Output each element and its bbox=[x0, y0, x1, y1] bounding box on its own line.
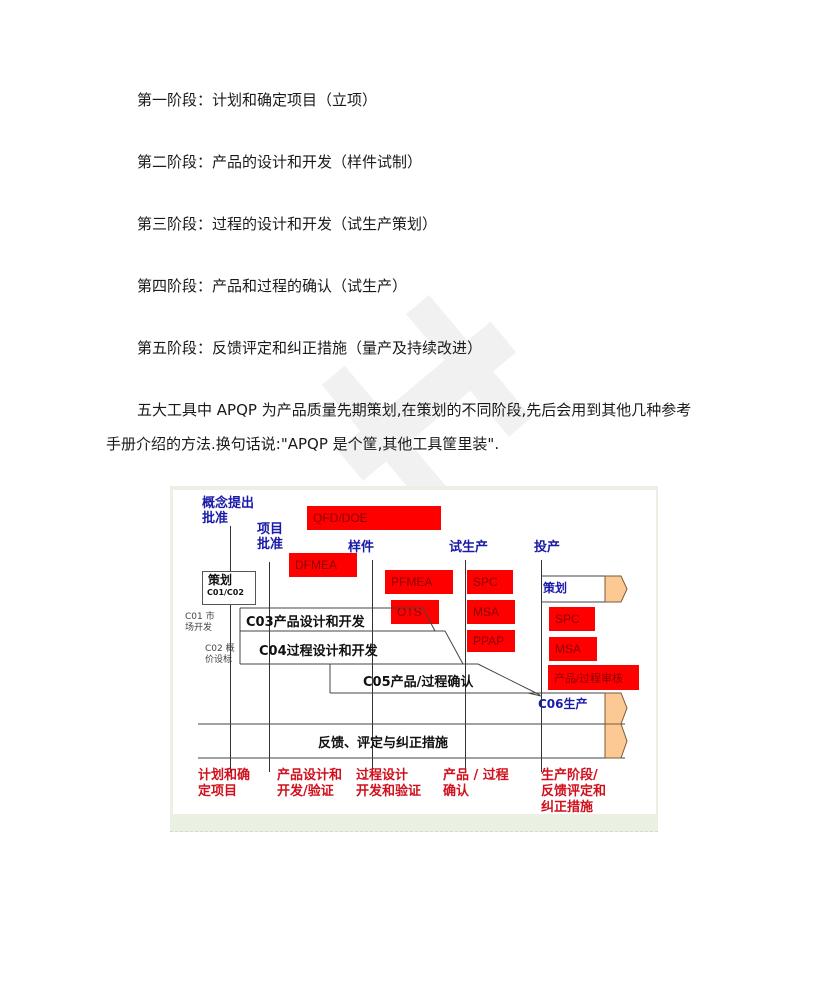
note-c01: C01 市 场开发 bbox=[185, 612, 215, 633]
tool-spc-production: SPC bbox=[549, 607, 595, 631]
milestone-prototype: 样件 bbox=[348, 540, 375, 555]
tool-product-process-audit: 产品/过程审核 bbox=[548, 665, 639, 690]
milestone-line-concept bbox=[230, 526, 231, 772]
phase-4: 产品 / 过程 确认 bbox=[443, 768, 509, 799]
arrow-planning bbox=[604, 575, 628, 603]
tool-ppap: PPAP bbox=[467, 630, 515, 652]
tool-msa-pilot: MSA bbox=[467, 600, 515, 624]
tool-msa-production: MSA bbox=[549, 637, 597, 661]
arrow-c06 bbox=[604, 692, 628, 725]
tool-dfmea: DFMEA bbox=[289, 553, 357, 577]
phase-5: 生产阶段/ 反馈评定和 纠正措施 bbox=[541, 768, 607, 815]
bar-planning: 策划 bbox=[543, 581, 568, 595]
milestone-launch: 投产 bbox=[534, 540, 561, 555]
planning-box: 策划 C01/C02 bbox=[202, 571, 256, 605]
bar-c03: C03产品设计和开发 bbox=[246, 615, 365, 630]
bar-c04: C04过程设计和开发 bbox=[259, 644, 378, 659]
stage-4: 第四阶段：产品和过程的确认（试生产） bbox=[137, 277, 408, 295]
milestone-pilot: 试生产 bbox=[449, 540, 489, 555]
tool-ots: OTS bbox=[391, 600, 439, 624]
stage-3: 第三阶段：过程的设计和开发（试生产策划） bbox=[137, 215, 438, 233]
phase-2: 产品设计和 开发/验证 bbox=[277, 768, 343, 799]
stage-1: 第一阶段：计划和确定项目（立项） bbox=[137, 91, 378, 109]
body-paragraph-line-1: 五大工具中 APQP 为产品质量先期策划,在策划的不同阶段,先后会用到其他几种参… bbox=[137, 401, 692, 419]
tool-qfd-doe: QFD/DOE bbox=[307, 506, 441, 530]
stage-2: 第二阶段：产品的设计和开发（样件试制） bbox=[137, 153, 423, 171]
arrow-feedback bbox=[604, 723, 628, 759]
stage-5: 第五阶段：反馈评定和纠正措施（量产及持续改进） bbox=[137, 339, 483, 357]
bar-c05: C05产品/过程确认 bbox=[363, 675, 474, 690]
bar-c06: C06生产 bbox=[538, 697, 588, 711]
milestone-line-project bbox=[269, 562, 270, 772]
milestone-concept: 概念提出 批准 bbox=[202, 496, 255, 526]
tool-spc-pilot: SPC bbox=[467, 570, 513, 594]
apqp-diagram: 概念提出 批准 项目 批准 样件 试生产 投产 QFD/DOE DFMEA PF… bbox=[170, 486, 658, 832]
process-flow-lines bbox=[198, 575, 628, 759]
phase-1: 计划和确 定项目 bbox=[198, 768, 251, 799]
phase-3: 过程设计 开发和验证 bbox=[356, 768, 422, 799]
body-paragraph-line-2: 手册介绍的方法.换句话说:"APQP 是个筐,其他工具筐里装". bbox=[106, 435, 500, 453]
tool-pfmea: PFMEA bbox=[385, 570, 453, 594]
milestone-project-approval: 项目 批准 bbox=[257, 522, 284, 552]
milestone-line-launch bbox=[541, 560, 542, 772]
milestone-line-pilot bbox=[465, 560, 466, 772]
diagram-canvas: 概念提出 批准 项目 批准 样件 试生产 投产 QFD/DOE DFMEA PF… bbox=[173, 490, 656, 815]
note-c02: C02 概 价设标 bbox=[205, 644, 235, 665]
bar-feedback: 反馈、评定与纠正措施 bbox=[318, 736, 449, 751]
milestone-line-prototype bbox=[372, 560, 373, 772]
